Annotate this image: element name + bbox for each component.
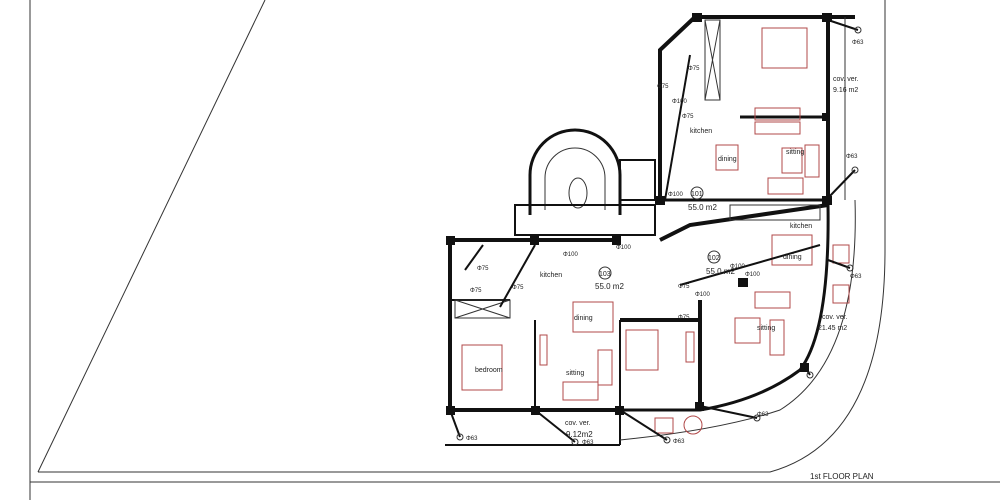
unit-area-103: 55.0 m2	[595, 282, 624, 291]
pipe-label: Φ100	[672, 99, 687, 105]
veranda-label-1: cov. ver.	[833, 76, 859, 83]
room-label-kitchen-103: kitchen	[540, 272, 562, 279]
drain-pipes	[449, 19, 862, 446]
room-label-sitting-101: sitting	[786, 149, 804, 156]
pipe-label: Φ75	[512, 285, 524, 291]
labels: kitchen dining sitting 101 55.0 m2 cov. …	[466, 40, 874, 481]
pipe-label: Φ75	[688, 66, 700, 72]
unit-102-walls	[619, 199, 856, 441]
unit-number-103: 103	[599, 271, 611, 278]
pipe-label: Φ63	[852, 40, 864, 46]
pipe-label: Φ75	[470, 288, 482, 294]
room-label-sitting-103: sitting	[566, 370, 584, 377]
room-label-kitchen-101: kitchen	[690, 128, 712, 135]
room-label-bedroom: bedroom	[475, 367, 503, 374]
pipe-label: Φ63	[757, 412, 769, 418]
pipe-label: Φ100	[668, 192, 683, 198]
pipe-label: Φ100	[563, 252, 578, 258]
unit-number-101: 101	[691, 191, 703, 198]
pipe-label: Φ100	[730, 264, 745, 270]
room-label-dining-103: dining	[574, 315, 593, 322]
pipe-label: Φ75	[678, 284, 690, 290]
unit-area-101: 55.0 m2	[688, 203, 717, 212]
unit-number-102: 102	[708, 255, 720, 262]
unit-103-furniture	[461, 301, 614, 401]
room-label-dining-102: dining	[783, 254, 802, 261]
pipe-label: Φ75	[682, 114, 694, 120]
veranda-area-3: 9.12m2	[566, 430, 593, 439]
pipe-label: Φ63	[582, 440, 594, 446]
pipe-label: Φ63	[846, 154, 858, 160]
pipe-label: Φ100	[616, 245, 631, 251]
pipe-label: Φ75	[477, 266, 489, 272]
drawing-title: 1st FLOOR PLAN	[810, 472, 874, 481]
room-label-dining-101: dining	[718, 156, 737, 163]
sheet-frame	[29, 0, 1000, 500]
veranda-label-2: cov. ver.	[822, 314, 848, 321]
pipe-label: Φ100	[745, 272, 760, 278]
unit-area-102: 55.0 m2	[706, 267, 735, 276]
staircase	[514, 128, 656, 236]
room-label-sitting-102: sitting	[757, 325, 775, 332]
pipe-label: Φ63	[466, 436, 478, 442]
pipe-label: Φ75	[678, 315, 690, 321]
pipe-label: Φ75	[657, 84, 669, 90]
veranda-area-2: 21.45 m2	[818, 325, 847, 332]
pipe-label: Φ63	[673, 439, 685, 445]
veranda-label-3: cov. ver.	[565, 420, 591, 427]
veranda-area-1: 9.16 m2	[833, 87, 858, 94]
unit-102-furniture	[625, 234, 850, 435]
room-label-kitchen-102: kitchen	[790, 223, 812, 230]
unit-101-furniture	[715, 27, 820, 195]
pipe-label: Φ63	[850, 274, 862, 280]
pipe-label: Φ100	[695, 292, 710, 298]
unit-101-walls	[658, 15, 855, 202]
